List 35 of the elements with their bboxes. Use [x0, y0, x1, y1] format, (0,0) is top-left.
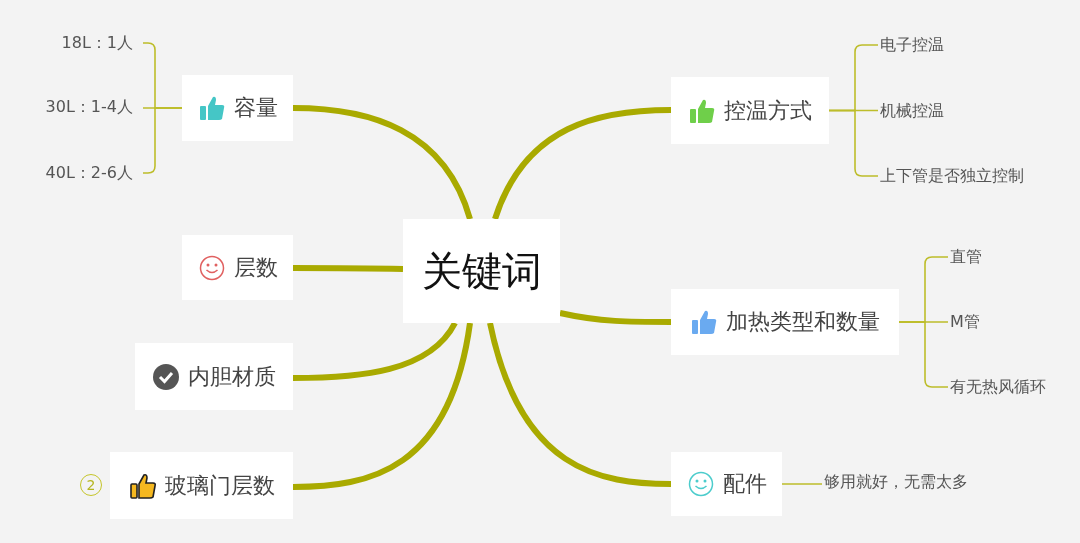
connector-line [292, 321, 458, 381]
subtopic-label: 30L：1-4人 [20, 94, 143, 120]
subtopic-label: 够用就好，无需太多 [822, 469, 1012, 495]
subtopic-label: 电子控温 [878, 32, 1038, 58]
subtopic-label: 40L：2-6人 [20, 160, 143, 186]
subtopic-label: 有无热风循环 [948, 374, 1068, 400]
topic-label: 玻璃门层数 [164, 471, 275, 500]
topic-label: 内胆材质 [188, 362, 276, 391]
connector-line [487, 322, 672, 487]
topic-label: 容量 [233, 94, 278, 122]
connector-line [292, 322, 473, 490]
topic-label: 关键词 [421, 246, 542, 296]
topic-label: 控温方式 [724, 96, 812, 125]
connector-line [781, 483, 823, 485]
subtopic-label: 18L：1人 [20, 30, 143, 56]
connector-line [293, 265, 404, 272]
connector-line [292, 105, 473, 220]
subtopic-label: 直管 [948, 244, 1028, 270]
connector-line [898, 321, 949, 388]
topic-box [135, 343, 293, 410]
topic-box [671, 452, 782, 516]
topic-box [182, 235, 293, 300]
subtopic-label: M管 [948, 309, 1028, 335]
topic-label: 加热类型和数量 [726, 308, 880, 336]
connector-line [828, 109, 879, 177]
topic-label: 配件 [722, 470, 767, 498]
connector-line [559, 310, 671, 325]
topic-box [182, 75, 293, 141]
subtopic-label: 上下管是否独立控制 [878, 163, 1068, 189]
topic-box [671, 77, 829, 144]
topic-label: 层数 [233, 253, 278, 282]
subtopic-label: 机械控温 [878, 98, 1038, 124]
connector-line [492, 107, 672, 221]
central-topic-box [403, 219, 560, 323]
topic-box [671, 289, 899, 355]
